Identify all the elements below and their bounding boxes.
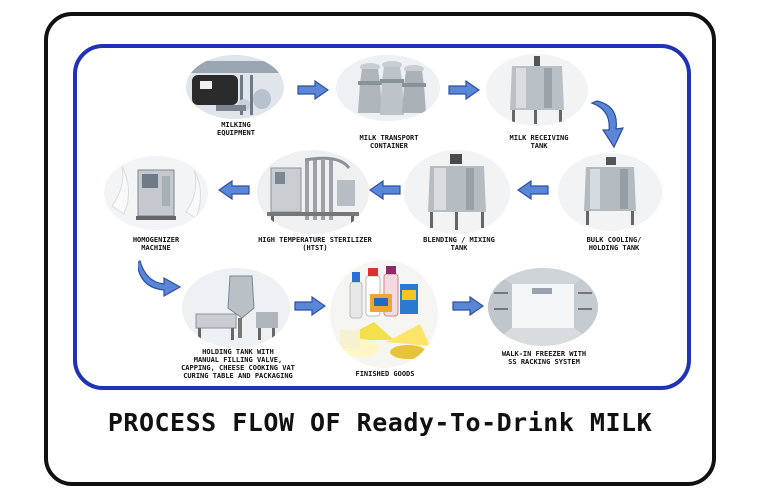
homogenizer-icon [104, 156, 208, 230]
flow-arrow-curve-down-icon [590, 100, 625, 149]
step-label-finished: FINISHED GOODS [355, 370, 415, 378]
milk-can-icon [336, 55, 440, 121]
diagram-title: PROCESS FLOW OF Ready-To-Drink MILK [107, 408, 653, 437]
flow-arrow-curve-down-icon [138, 260, 182, 298]
flow-arrow-right-icon [297, 80, 329, 100]
step-label-bulk: BULK COOLING/HOLDING TANK [586, 236, 642, 252]
finished-goods-icon [330, 260, 438, 368]
walk-in-freezer-icon [488, 268, 598, 346]
steel-tank-icon [558, 153, 662, 231]
steel-tank-icon [486, 54, 588, 126]
flow-arrow-left-icon [218, 180, 250, 200]
holding-tank-icon [182, 268, 290, 348]
flow-arrow-right-icon [294, 296, 326, 316]
flow-arrow-left-icon [369, 180, 401, 200]
steel-tank-icon [404, 150, 510, 234]
flow-arrow-left-icon [517, 180, 549, 200]
flow-arrow-right-icon [448, 80, 480, 100]
step-label-htst: HIGH TEMPERATURE STERILIZER(HTST) [258, 236, 372, 252]
milking-equipment-icon [186, 55, 284, 119]
flow-arrow-right-icon [452, 296, 484, 316]
sterilizer-icon [257, 150, 369, 234]
